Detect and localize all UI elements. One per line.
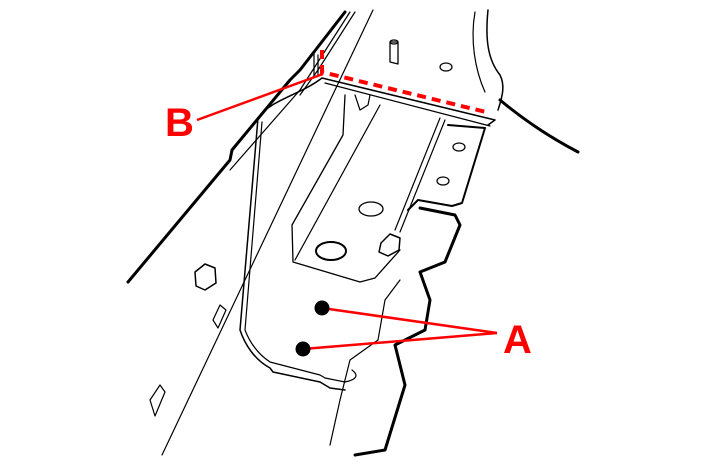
stud-icon [389,41,399,65]
hole [358,201,384,217]
channel-right [394,117,446,233]
hole [439,62,453,72]
callout-b-dashed-line [320,50,491,115]
callout-label-b: B [165,101,194,145]
callout-label-a: A [503,318,532,362]
hole [436,176,450,186]
point-a-2 [295,341,311,357]
channel-left [291,94,401,283]
lower-inner-edge [329,279,401,446]
clip [354,94,371,111]
upper-panel-edge [472,11,486,93]
nut-icon [378,233,401,257]
bolt-head-icon [194,263,217,291]
hole [452,142,466,152]
upper-panel-edge-2 [486,9,504,111]
rail-edge-2 [229,11,351,171]
channel-diagonal [294,104,381,261]
rail-edge-3 [299,11,356,96]
hole [315,241,347,261]
wheel-arch-curve [498,98,580,154]
lower-jagged-edge [353,206,462,457]
side-flange [407,124,486,211]
rail-outer-edge [126,10,347,284]
callout-a-leader-1 [321,306,498,335]
bracket-outline-inner [244,82,491,383]
rail-inner-line [161,9,374,456]
callout-b-leader [196,72,324,122]
tab-top [313,52,319,77]
bracket-outline [239,77,496,391]
callout-a-leader-2 [302,331,498,351]
point-a-1 [314,300,330,316]
slot [149,384,166,417]
slot [212,304,227,329]
